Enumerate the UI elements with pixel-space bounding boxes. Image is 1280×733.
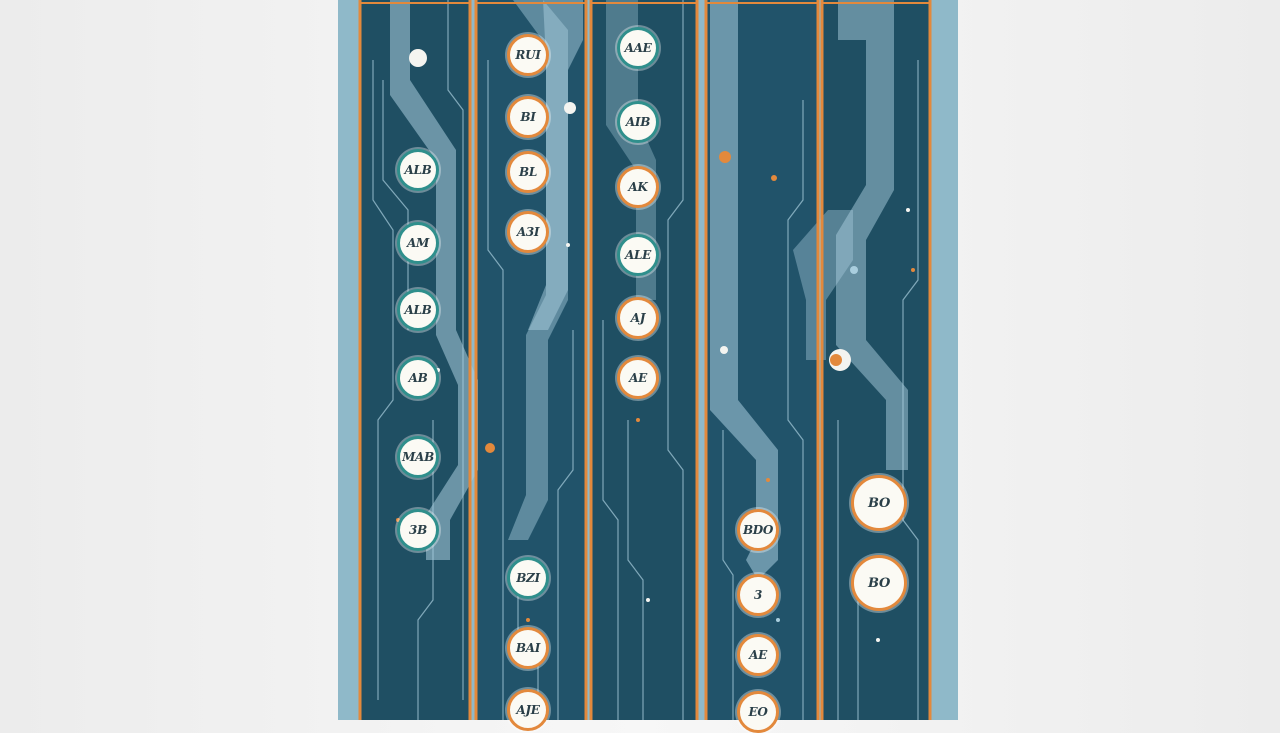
circuit-node: 3B (397, 509, 439, 551)
light-band (390, 0, 478, 560)
circuit-node: EO (737, 691, 779, 733)
circuit-node: ALE (617, 234, 659, 276)
circuit-node: RUI (507, 34, 549, 76)
circuit-node: AJ (617, 297, 659, 339)
circuit-node: BO (851, 555, 907, 611)
circuit-node: ALB (397, 149, 439, 191)
light-band (710, 0, 778, 580)
circuit-node: AJE (507, 689, 549, 731)
light-band (836, 0, 908, 470)
circuit-node: AM (397, 222, 439, 264)
circuit-node: ALB (397, 289, 439, 331)
circuit-node: AB (397, 357, 439, 399)
circuit-node: A3I (507, 211, 549, 253)
sparkle-dots (396, 49, 915, 642)
circuit-panel: ALB AM ALB AB MAB 3B RUI BI BL A3I BZI BAI AJE AAE AIB… (338, 0, 958, 733)
circuit-node: AE (737, 634, 779, 676)
circuit-node: BL (507, 151, 549, 193)
circuit-node: AIB (617, 101, 659, 143)
circuit-node: BZI (507, 557, 549, 599)
circuit-node: AE (617, 357, 659, 399)
orange-rails (358, 0, 932, 720)
circuit-node: MAB (397, 436, 439, 478)
circuit-node: BAI (507, 627, 549, 669)
circuit-node: BDO (737, 509, 779, 551)
circuit-node: 3 (737, 574, 779, 616)
circuit-node: BO (851, 475, 907, 531)
light-band (528, 0, 583, 330)
light-band (606, 0, 656, 300)
circuit-node: BI (507, 96, 549, 138)
circuit-node: AK (617, 166, 659, 208)
circuit-node: AAE (617, 27, 659, 69)
